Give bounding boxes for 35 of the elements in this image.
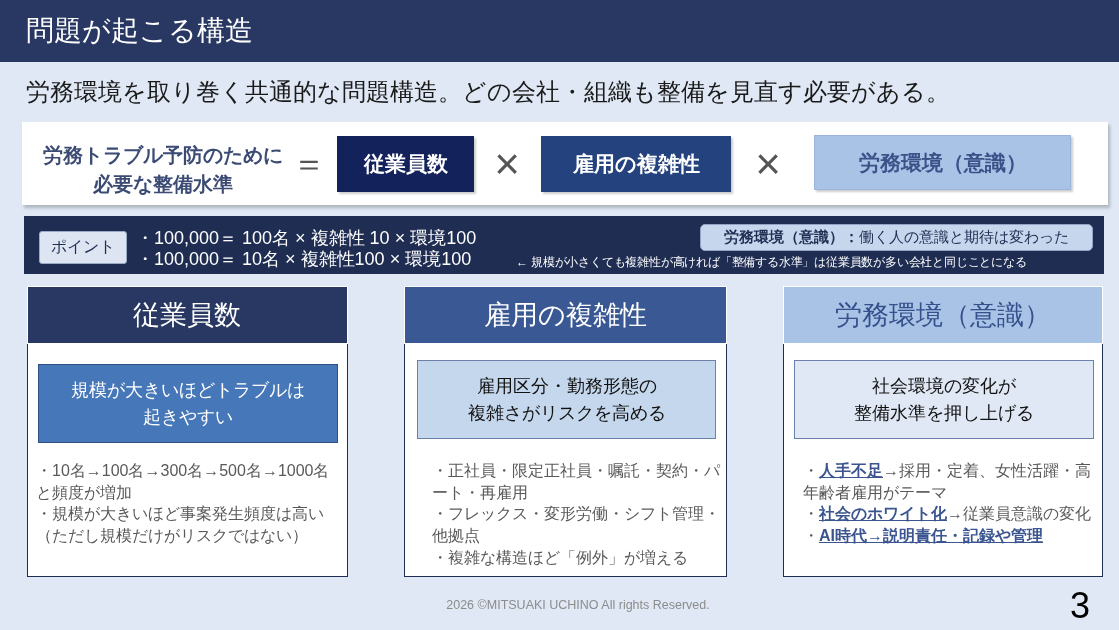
column-header: 雇用の複雑性 bbox=[403, 285, 727, 344]
column-panel bbox=[404, 286, 727, 577]
formula-heading: 労務トラブル予防のために必要な整備水準 bbox=[41, 143, 284, 198]
bullet-text: ・正社員・限定正社員・嘱託・契約・パート・再雇用 bbox=[432, 461, 721, 503]
column-panel bbox=[783, 286, 1103, 577]
subtitle-text: 労務環境を取り巻く共通的な問題構造。どの会社・組織も整備を見直す必要がある。 bbox=[26, 78, 950, 106]
bullet-text: ・社会のホワイト化→従業員意識の変化 bbox=[803, 504, 1092, 525]
column-header: 労務環境（意識） bbox=[782, 285, 1103, 344]
summary-box: 規模が大きいほどトラブルは起きやすい bbox=[38, 364, 338, 443]
bullet-text: ・10名→100名→300名→500名→1000名と頻度が増加 bbox=[36, 461, 331, 503]
copyright-text: 2026 ©MITSUAKI UCHINO All rights Reserved. bbox=[446, 597, 710, 613]
formula-line: ・100,000＝ 10名 × 複雑性100 × 環境100 bbox=[136, 249, 472, 270]
bullet-text: ・人手不足→採用・定着、女性活躍・高年齢者雇用がテーマ bbox=[803, 461, 1092, 503]
summary-box: 社会環境の変化が整備水準を押し上げる bbox=[794, 360, 1094, 439]
title-bar: 問題が起こる構造 bbox=[0, 0, 1119, 62]
multiply-sign: × bbox=[494, 138, 520, 190]
multiply-sign: × bbox=[755, 138, 781, 190]
summary-box: 雇用区分・勤務形態の複雑さがリスクを高める bbox=[417, 360, 716, 439]
formula-panel bbox=[22, 122, 1108, 205]
column-panel bbox=[27, 286, 348, 577]
factor-box: 労務環境（意識） bbox=[814, 135, 1071, 190]
page-number: 3 bbox=[1070, 585, 1090, 627]
tag-box: ポイント bbox=[39, 231, 127, 264]
factor-box: 雇用の複雑性 bbox=[541, 136, 731, 192]
formula-line: ・100,000＝ 100名 × 複雑性 10 × 環境100 bbox=[136, 228, 477, 249]
factor-box: 従業員数 bbox=[337, 136, 474, 192]
column-header: 従業員数 bbox=[26, 285, 348, 344]
bullet-text: ・AI時代→説明責任・記録や管理 bbox=[803, 526, 1044, 547]
bullet-text: ・フレックス・変形労働・シフト管理・他拠点 bbox=[432, 504, 721, 547]
point-band bbox=[24, 216, 1104, 274]
note-box: 労務環境（意識）：働く人の意識と期待は変わった bbox=[700, 224, 1093, 251]
equals-sign: ＝ bbox=[292, 144, 326, 184]
note-text: ← 規模が小さくても複雑性が高ければ「整備する水準」は従業員数が多い会社と同じことになる bbox=[516, 256, 1027, 270]
bullet-text: ・複雑な構造ほど「例外」が増える bbox=[432, 547, 689, 568]
bullet-text: ・規模が大きいほど事案発生頻度は高い（ただし規模だけがリスクではない） bbox=[36, 504, 325, 547]
